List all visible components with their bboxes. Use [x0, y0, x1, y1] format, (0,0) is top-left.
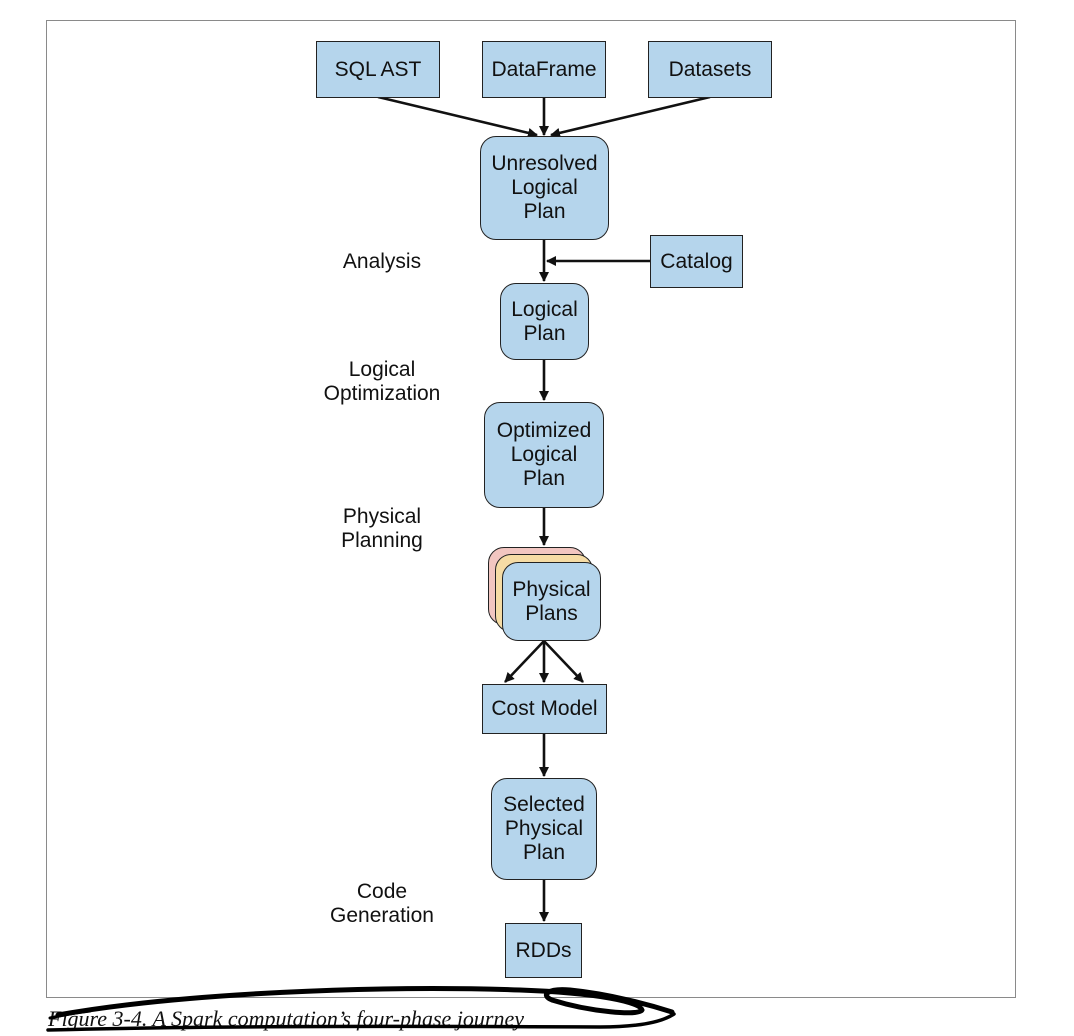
edge-datasets-unresolved [550, 95, 711, 138]
phase-code-generation: Code Generation [330, 880, 434, 927]
node-cost-model: Cost Model [482, 684, 607, 734]
phase-logical-optimization: Logical Optimization [323, 358, 441, 405]
edge-sqlast-unresolved [377, 95, 538, 138]
node-catalog: Catalog [650, 235, 743, 288]
phase-analysis: Analysis [342, 250, 422, 273]
figure-caption: Figure 3-4. A Spark computation’s four-p… [48, 1006, 524, 1031]
node-dataframe: DataFrame [482, 41, 606, 98]
node-rdds: RDDs [505, 923, 582, 978]
node-datasets: Datasets [648, 41, 772, 98]
edge-physical-cost-right [543, 640, 584, 683]
node-unresolved-logical-plan: Unresolved Logical Plan [480, 136, 609, 240]
edge-physical-cost-left [504, 640, 545, 683]
node-physical-plans: Physical Plans [502, 562, 601, 641]
node-sql-ast: SQL AST [316, 41, 440, 98]
node-logical-plan: Logical Plan [500, 283, 589, 360]
node-optimized-logical-plan: Optimized Logical Plan [484, 402, 604, 508]
node-selected-physical-plan: Selected Physical Plan [491, 778, 597, 880]
phase-physical-planning: Physical Planning [341, 505, 423, 552]
